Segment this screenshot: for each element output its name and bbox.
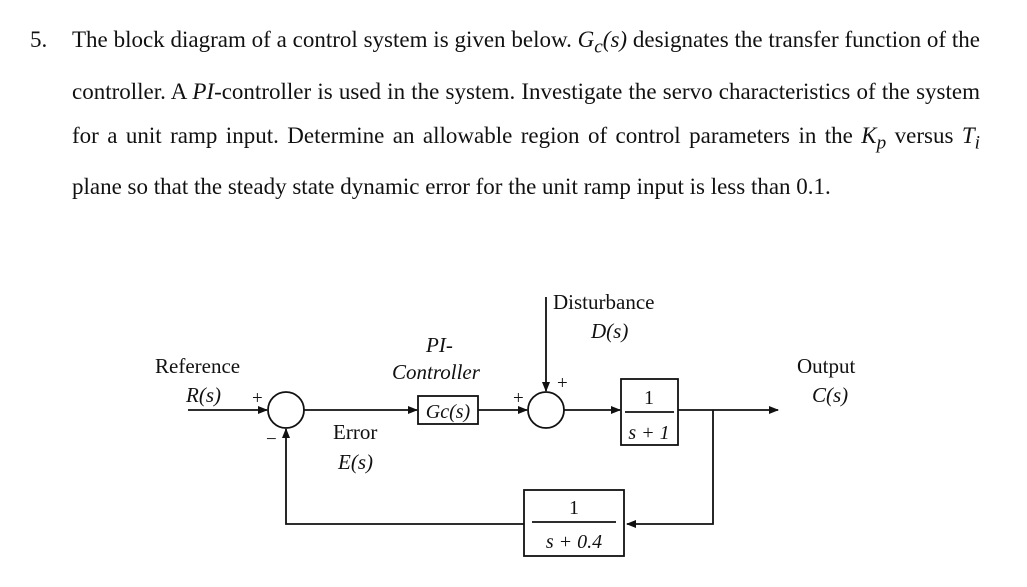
error-signal-label: E(s) (337, 450, 373, 474)
problem-text-part: -controller is used in the system. Inves… (72, 78, 980, 148)
controller-symbol: Gc(s) (577, 27, 628, 58)
feedback-denominator: s + 0.4 (546, 531, 602, 553)
summing-junction-error (267, 391, 305, 429)
controller-label-line1: PI- (425, 333, 453, 357)
controller-transfer-function: Gc(s) (426, 401, 471, 423)
reference-signal-label: R(s) (185, 383, 221, 407)
minus-sign-feedback: − (266, 429, 277, 450)
pi-symbol: PI (192, 78, 215, 104)
disturbance-label: Disturbance (553, 290, 654, 314)
reference-label: Reference (155, 354, 240, 378)
problem-text: The block diagram of a control system is… (72, 18, 980, 209)
plant-numerator: 1 (644, 387, 654, 409)
feedback-takeoff-line (626, 410, 714, 528)
problem-text-part: versus (886, 122, 962, 148)
error-label: Error (333, 420, 377, 444)
summing-junction-disturbance (527, 391, 565, 429)
plant-denominator: s + 1 (628, 422, 669, 444)
problem-number: 5. (30, 27, 48, 52)
kp-symbol: Kp (861, 122, 887, 154)
problem-text-part: plane so that the steady state dynamic e… (72, 174, 831, 200)
ti-symbol: Ti (961, 122, 980, 154)
feedback-return-line (282, 428, 524, 525)
plus-sign-reference: + (252, 388, 263, 409)
problem-text-part: The block diagram of a control system is… (72, 27, 578, 52)
problem-text-part: designates the transfer function of the … (72, 27, 980, 104)
disturbance-signal-label: D(s) (590, 319, 628, 343)
plus-sign-left: + (513, 388, 524, 409)
output-signal-label: C(s) (812, 383, 848, 407)
plus-sign-top: + (557, 373, 568, 394)
controller-label-line2: Controller (392, 360, 481, 384)
feedback-block (523, 489, 625, 557)
feedback-numerator: 1 (569, 497, 579, 519)
output-label: Output (797, 354, 856, 378)
